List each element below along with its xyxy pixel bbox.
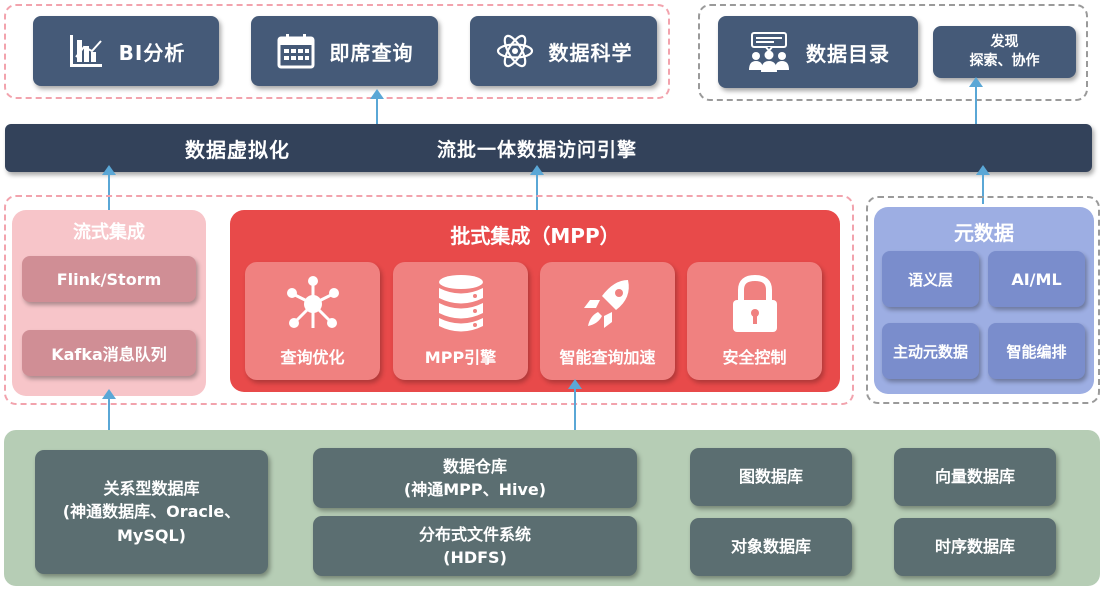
adhoc-query-box[interactable]: 即席查询: [251, 16, 438, 86]
arrow-up-to-apps: [370, 89, 384, 124]
network-icon: [245, 272, 380, 336]
vector-db-box[interactable]: 向量数据库: [894, 448, 1056, 506]
integration-region: [4, 195, 854, 405]
mpp-engine-card[interactable]: MPP引擎: [393, 262, 528, 380]
relational-db-box[interactable]: 关系型数据库 (神通数据库、Oracle、 MySQL): [35, 450, 268, 574]
security-control-label: 安全控制: [722, 348, 787, 367]
active-metadata-box[interactable]: 主动元数据: [882, 323, 979, 379]
batch-integration-title: 批式集成（MPP）: [450, 224, 620, 248]
discover-box[interactable]: 发现 探索、协作: [933, 26, 1076, 78]
stream-integration-panel: 流式集成 Flink/Storm Kafka消息队列: [12, 210, 206, 396]
arrow-up-to-discover: [969, 77, 983, 124]
engine-bar-left-label: 数据虚拟化: [185, 138, 290, 162]
catalog-region: [698, 4, 1088, 101]
calendar-icon: [276, 32, 316, 70]
mpp-engine-label: MPP引擎: [424, 348, 497, 367]
semantic-layer-box[interactable]: 语义层: [882, 251, 979, 307]
data-catalog-label: 数据目录: [806, 41, 890, 66]
atom-icon: [495, 31, 535, 71]
arrow-storage-to-batch: [568, 379, 582, 436]
arrow-stream-to-engine: [102, 165, 116, 210]
distributed-fs-line1: 分布式文件系统: [418, 524, 531, 544]
metadata-panel: 元数据 语义层 AI/ML 主动元数据 智能编排: [874, 207, 1094, 394]
lock-icon: [687, 272, 822, 336]
arrow-metadata-to-engine: [976, 165, 990, 204]
engine-bar-right-label: 流批一体数据访问引擎: [437, 139, 638, 161]
security-control-card[interactable]: 安全控制: [687, 262, 822, 380]
bar-chart-icon: [67, 32, 105, 70]
data-catalog-box[interactable]: 数据目录: [718, 16, 918, 88]
data-warehouse-line1: 数据仓库: [442, 456, 507, 476]
distributed-fs-line2: (HDFS): [443, 548, 507, 567]
timeseries-db-box[interactable]: 时序数据库: [894, 518, 1056, 576]
query-optimization-card[interactable]: 查询优化: [245, 262, 380, 380]
discover-line1: 发现: [990, 34, 1019, 51]
metadata-title: 元数据: [954, 221, 1014, 245]
arrow-storage-to-stream: [102, 389, 116, 448]
adhoc-query-label: 即席查询: [329, 40, 414, 65]
stream-integration-title: 流式集成: [73, 222, 145, 243]
metadata-region: [866, 196, 1100, 404]
batch-integration-panel: 批式集成（MPP） 查询优化 MPP引擎 智能查询加速 安全控制: [230, 210, 840, 392]
data-science-label: 数据科学: [548, 40, 633, 65]
discover-line2: 探索、协作: [969, 53, 1040, 69]
query-acceleration-label: 智能查询加速: [559, 348, 656, 367]
relational-db-line3: MySQL): [117, 525, 186, 545]
rocket-icon: [540, 272, 675, 336]
bi-analysis-label: BI分析: [118, 40, 186, 65]
users-icon: [746, 31, 792, 73]
smart-orchestration-box[interactable]: 智能编排: [988, 323, 1085, 379]
ai-ml-box[interactable]: AI/ML: [988, 251, 1085, 307]
distributed-fs-box[interactable]: 分布式文件系统 (HDFS): [313, 516, 637, 576]
query-acceleration-card[interactable]: 智能查询加速: [540, 262, 675, 380]
object-db-box[interactable]: 对象数据库: [690, 518, 852, 576]
relational-db-line1: 关系型数据库: [103, 479, 200, 499]
data-warehouse-line2: (神通MPP、Hive): [403, 480, 547, 499]
query-optimization-label: 查询优化: [280, 348, 345, 367]
data-science-box[interactable]: 数据科学: [470, 16, 657, 86]
flink-storm-box[interactable]: Flink/Storm: [22, 256, 196, 302]
kafka-queue-box[interactable]: Kafka消息队列: [22, 330, 196, 376]
database-icon: [393, 272, 528, 336]
data-warehouse-box[interactable]: 数据仓库 (神通MPP、Hive): [313, 448, 637, 508]
apps-region: [4, 4, 670, 99]
engine-bar: 数据虚拟化 流批一体数据访问引擎: [5, 124, 1092, 172]
arrow-batch-to-engine: [530, 165, 544, 210]
bi-analysis-box[interactable]: BI分析: [33, 16, 219, 86]
relational-db-line2: (神通数据库、Oracle、: [62, 502, 241, 522]
graph-db-box[interactable]: 图数据库: [690, 448, 852, 506]
